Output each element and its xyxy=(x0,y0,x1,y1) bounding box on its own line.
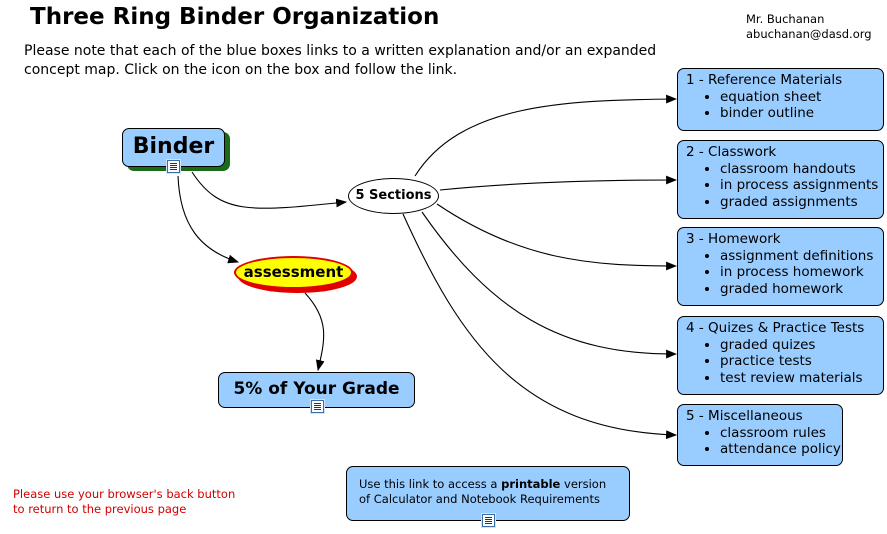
link-text-after: version xyxy=(560,477,607,491)
link-text-before: Use this link to access a xyxy=(359,477,502,491)
grade-label: 5% of Your Grade xyxy=(233,379,400,399)
list-item: test review materials xyxy=(720,370,883,387)
back-note-line-1: Please use your browser's back button xyxy=(13,487,236,501)
list-item: in process homework xyxy=(720,264,883,281)
edge-binder-assessment xyxy=(177,175,240,264)
link-line-1: Use this link to access a printable vers… xyxy=(359,477,629,492)
section-box-quizzes[interactable]: 4 - Quizes & Practice Tests graded quize… xyxy=(677,316,884,395)
section-box-classwork[interactable]: 2 - Classwork classroom handouts in proc… xyxy=(677,140,884,219)
edge-sections-5 xyxy=(402,213,678,440)
list-item: graded assignments xyxy=(720,194,883,211)
document-link-icon[interactable] xyxy=(167,160,180,173)
edge-sections-3 xyxy=(436,203,678,271)
section-box-reference[interactable]: 1 - Reference Materials equation sheet b… xyxy=(677,68,884,131)
page-title: Three Ring Binder Organization xyxy=(30,4,440,30)
section-title: 4 - Quizes & Practice Tests xyxy=(686,320,865,336)
author-name: Mr. Buchanan xyxy=(746,12,825,26)
section-box-miscellaneous[interactable]: 5 - Miscellaneous classroom rules attend… xyxy=(677,404,843,466)
assessment-node: assessment xyxy=(234,256,353,289)
back-button-note: Please use your browser's back button to… xyxy=(13,487,273,517)
list-item: in process assignments xyxy=(720,177,883,194)
author-info: Mr. Buchanan abuchanan@dasd.org xyxy=(746,12,872,42)
list-item: equation sheet xyxy=(720,89,883,106)
sections-node: 5 Sections xyxy=(348,178,439,214)
edge-binder-sections xyxy=(191,171,348,209)
grade-node: 5% of Your Grade xyxy=(218,372,415,413)
list-item: assignment definitions xyxy=(720,248,883,265)
printable-link-box[interactable]: Use this link to access a printable vers… xyxy=(346,466,630,527)
section-title: 2 - Classwork xyxy=(686,144,777,160)
list-item: binder outline xyxy=(720,105,883,122)
link-line-2: of Calculator and Notebook Requirements xyxy=(359,492,600,506)
instructions-note: Please note that each of the blue boxes … xyxy=(24,43,657,78)
binder-node: Binder xyxy=(122,128,225,173)
document-link-icon[interactable] xyxy=(482,514,495,527)
list-item: classroom handouts xyxy=(720,161,883,178)
edge-sections-1 xyxy=(414,94,678,177)
document-link-icon[interactable] xyxy=(311,400,324,413)
back-note-line-2: to return to the previous page xyxy=(13,502,187,516)
binder-label: Binder xyxy=(132,134,215,159)
section-title: 5 - Miscellaneous xyxy=(686,408,803,424)
list-item: graded homework xyxy=(720,281,883,298)
link-text-bold: printable xyxy=(501,477,561,491)
edge-sections-2 xyxy=(439,175,678,191)
section-box-homework[interactable]: 3 - Homework assignment definitions in p… xyxy=(677,227,884,306)
list-item: classroom rules xyxy=(720,425,842,442)
author-email: abuchanan@dasd.org xyxy=(746,27,872,41)
section-title: 1 - Reference Materials xyxy=(686,72,843,88)
section-title: 3 - Homework xyxy=(686,231,781,247)
edge-assessment-grade xyxy=(304,292,325,372)
list-item: graded quizes xyxy=(720,337,883,354)
edge-sections-4 xyxy=(421,211,678,359)
list-item: attendance policy xyxy=(720,441,842,458)
list-item: practice tests xyxy=(720,353,883,370)
